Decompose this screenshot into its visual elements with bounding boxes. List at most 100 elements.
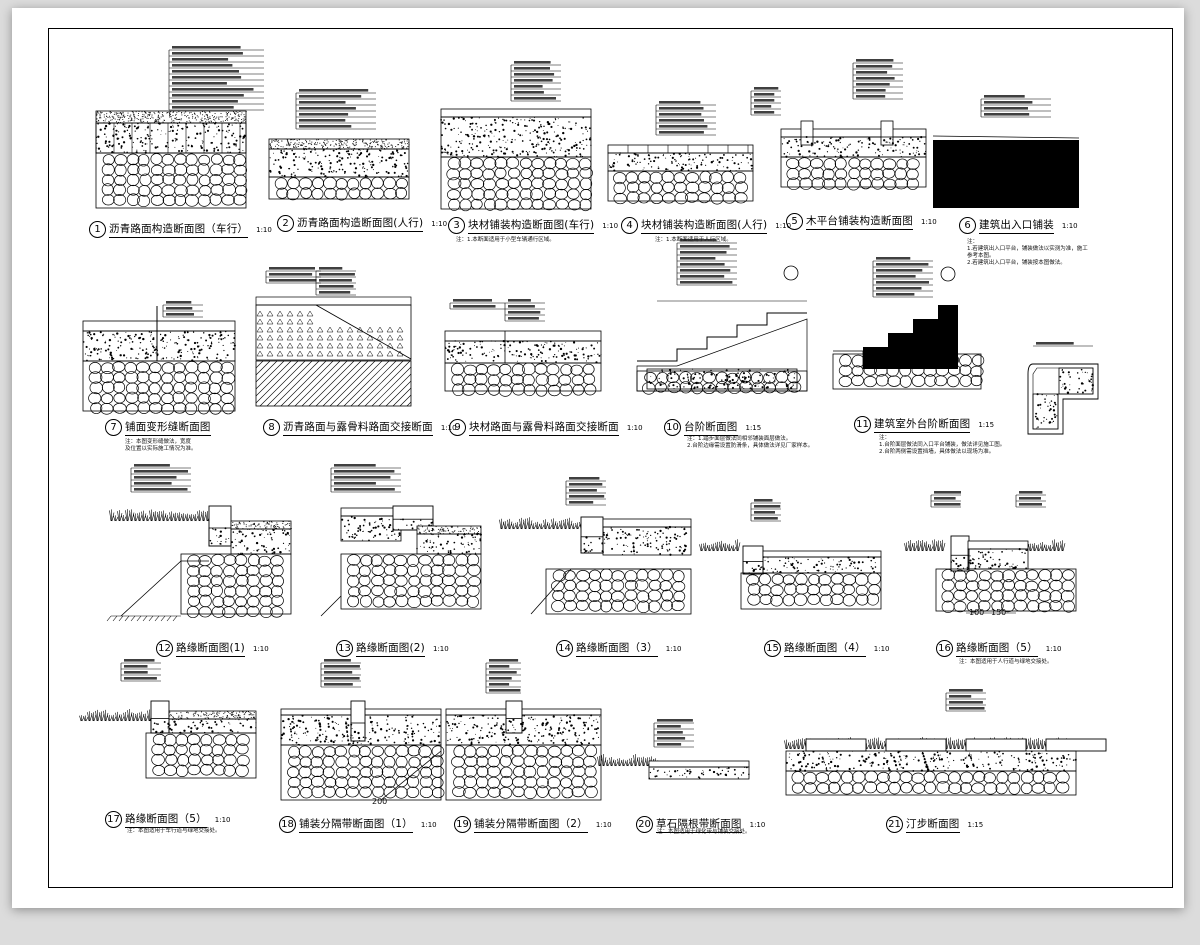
annotation-text-mark [876, 275, 916, 278]
detail-4-drawing [607, 101, 754, 205]
annotation-text-mark [299, 95, 362, 98]
annotation-text-mark [856, 77, 895, 80]
annotation-leader [930, 491, 961, 508]
detail-number-badge: 4 [621, 217, 638, 234]
annotation-text-mark [754, 87, 779, 90]
detail-scale: 1:10 [626, 423, 643, 432]
annotation-leader [485, 659, 521, 694]
detail-11-railing-drawing [1027, 342, 1099, 435]
concrete-layer [416, 532, 482, 555]
detail-scale: 1:10 [420, 820, 437, 829]
annotation-text-mark [299, 107, 356, 110]
detail-12 [106, 464, 292, 622]
grass-symbol [699, 539, 741, 552]
annotation-text-mark [680, 263, 725, 266]
annotation-text-mark [680, 239, 717, 242]
annotation-text-mark [514, 85, 543, 88]
detail-number-badge: 14 [556, 640, 573, 657]
annotation-text-mark [514, 61, 551, 64]
detail-note-6: 注： 1.若建筑出入口平台，铺装做法以实测为准，施工 参考本图。 2.若建筑出入… [967, 239, 1088, 266]
concrete-layer [231, 528, 291, 555]
detail-14 [499, 477, 692, 619]
annotation-text-mark [659, 107, 704, 110]
thin-layer [607, 144, 754, 154]
annotation-text-mark [1019, 503, 1042, 506]
concrete-layer [602, 525, 688, 556]
solid-fill-layer [933, 140, 1079, 208]
detail-title-text: 木平台铺装构造断面图 [806, 213, 913, 230]
asphalt-layer [168, 710, 257, 720]
curb-stone [505, 700, 523, 734]
detail-title-text: 块材路面与露骨料路面交接断面 [469, 419, 619, 436]
stepping-stone [805, 738, 867, 752]
annotation-text-mark [984, 113, 1030, 116]
concrete-layer [743, 561, 763, 574]
gravel-layer [551, 568, 686, 614]
annotation-text-mark [680, 257, 716, 260]
annotation-text-mark [319, 279, 352, 282]
annotation-text-mark [324, 665, 360, 668]
detail-number-badge: 6 [959, 217, 976, 234]
annotation-text-mark [172, 46, 241, 49]
detail-title-text: 块材铺装构造断面图(车行) [468, 217, 595, 234]
detail-number-badge: 13 [336, 640, 353, 657]
detail-18-drawing [280, 659, 445, 801]
detail-11-drawing [832, 257, 985, 390]
annotation-leader [750, 87, 781, 116]
concrete-layer [169, 718, 257, 734]
annotation-text-mark [680, 269, 731, 272]
detail-number-badge: 16 [936, 640, 953, 657]
detail-note-20: 注：本图适用于绿化带与铺装交接处。 [657, 829, 751, 835]
annotation-text-mark [984, 95, 1025, 98]
annotation-text-mark [1036, 342, 1074, 345]
thin-layer [445, 708, 602, 716]
detail-6 [932, 95, 1080, 211]
annotation-text-mark [569, 483, 603, 486]
annotation-text-mark [754, 105, 772, 108]
annotation-text-mark [876, 269, 923, 272]
detail-12-drawing [106, 464, 292, 622]
annotation-text-mark [334, 482, 376, 485]
annotation-leader [315, 267, 356, 296]
annotation-text-mark [876, 263, 929, 266]
annotation-text-mark [269, 273, 313, 276]
detail-number-badge: 8 [263, 419, 280, 436]
thin-layer [444, 330, 602, 342]
annotation-text-mark [876, 287, 922, 290]
annotation-text-mark [569, 495, 605, 498]
asphalt-layer [268, 138, 410, 150]
detail-scale: 1:10 [921, 217, 937, 226]
detail-title-text: 铺装分隔带断面图（2） [474, 816, 588, 833]
detail-5 [750, 59, 927, 191]
annotation-text-mark [489, 677, 512, 680]
detail-17-drawing [79, 659, 257, 779]
detail-1 [95, 46, 264, 211]
annotation-leader [565, 477, 606, 506]
annotation-text-mark [453, 299, 492, 302]
annotation-text-mark [166, 313, 194, 316]
annotation-text-mark [334, 476, 391, 479]
annotation-text-mark [324, 683, 353, 686]
thin-layer [602, 518, 692, 528]
annotation-text-mark [489, 671, 517, 674]
annotation-text-mark [657, 743, 682, 746]
annotation-leader [750, 499, 781, 522]
detail-scale: 1:15 [745, 423, 762, 432]
annotation-text-mark [657, 731, 683, 734]
annotation-text-mark [934, 497, 956, 500]
gravel-layer [151, 733, 250, 778]
detail-scale: 1:10 [256, 225, 272, 234]
detail-title-text: 路缘断面图（5） [956, 640, 1038, 657]
detail-20 [597, 719, 750, 781]
thin-layer [967, 540, 1029, 550]
annotation-text-mark [569, 477, 600, 480]
annotation-leader [130, 464, 191, 493]
